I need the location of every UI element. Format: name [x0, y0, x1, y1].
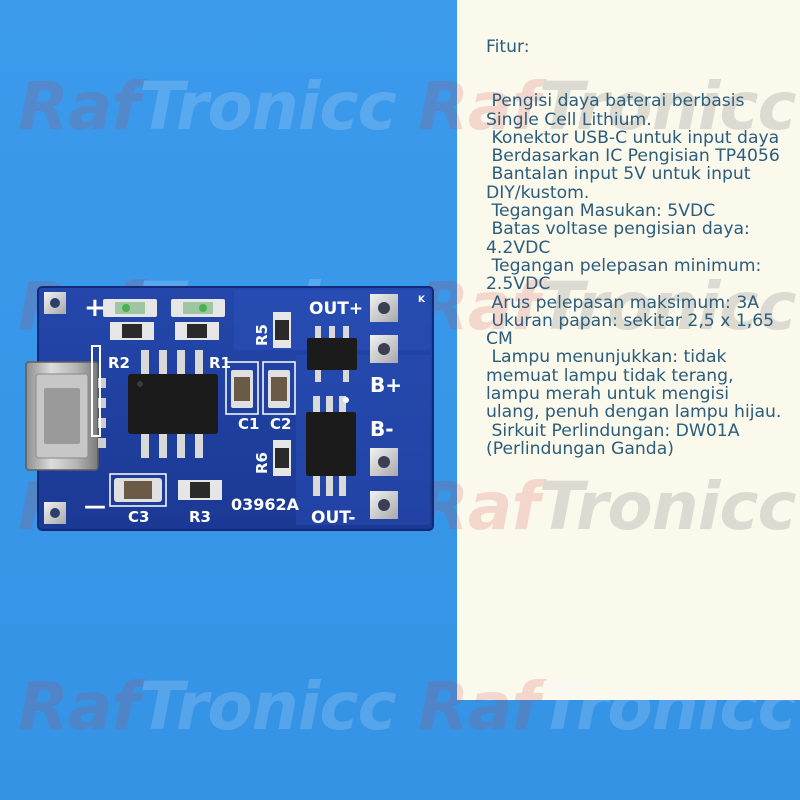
label-corner: K	[418, 295, 426, 305]
resistor-r6	[273, 440, 291, 476]
feature-item: Bantalan input 5V untuk input DIY/kustom…	[486, 164, 756, 203]
label-b-minus: B-	[370, 417, 394, 441]
feature-item: Ukuran papan: sekitar 2,5 x 1,65 CM	[486, 310, 780, 350]
features-title: Fitur:	[486, 37, 530, 57]
led-red	[103, 299, 157, 317]
label-r6: R6	[253, 452, 271, 474]
silkscreen-outline	[225, 361, 259, 415]
resistor-r5	[273, 312, 291, 348]
label-out-plus: OUT+	[309, 299, 363, 319]
feature-item: Tegangan pelepasan minimum: 2.5VDC	[486, 255, 767, 295]
label-c2: C2	[270, 415, 291, 433]
label-plus: +	[84, 293, 106, 323]
feature-item: Batas voltase pengisian daya: 4.2VDC	[486, 219, 756, 258]
feature-item: Berdasarkan IC Pengisian TP4056	[486, 146, 780, 167]
capacitor-c1	[231, 370, 253, 408]
capacitor-c2	[268, 370, 290, 408]
mosfet-chip	[306, 396, 356, 496]
label-c3: C3	[128, 508, 149, 526]
out-minus-pad	[370, 491, 398, 519]
dw01a-chip	[307, 326, 357, 382]
silkscreen-outline	[91, 345, 101, 437]
mounting-pad	[44, 292, 66, 314]
label-r5: R5	[253, 324, 271, 346]
silkscreen-outline	[109, 473, 167, 507]
label-b-plus: B+	[370, 373, 402, 397]
feature-item: Lampu menunjukkan: tidak memuat lampu ti…	[486, 347, 782, 423]
label-out-minus: OUT-	[311, 508, 355, 528]
label-c1: C1	[238, 415, 259, 433]
feature-item: Sirkuit Perlindungan: DW01A (Perlindunga…	[486, 420, 745, 459]
out-plus-pad	[370, 294, 398, 322]
label-r2: R2	[108, 354, 130, 372]
resistor-r1	[175, 322, 219, 340]
usb-connector	[25, 361, 106, 471]
feature-item: Pengisi daya baterai berbasis Single Cel…	[486, 91, 750, 130]
silkscreen-outline	[262, 361, 296, 415]
label-r1: R1	[209, 354, 231, 372]
tp4056-chip	[128, 350, 218, 458]
resistor-r2	[110, 322, 154, 340]
b-minus-pad	[370, 448, 398, 476]
led-green	[171, 299, 225, 317]
feature-item: Tegangan Masukan: 5VDC	[486, 201, 716, 222]
capacitor-c3	[114, 478, 162, 502]
feature-item: Arus pelepasan maksimum: 3A	[486, 292, 760, 313]
features-list: Fitur: Pengisi daya baterai berbasis Sin…	[486, 38, 786, 458]
feature-item: Konektor USB-C untuk input daya	[486, 127, 780, 148]
label-minus: —	[84, 494, 106, 519]
mounting-pad	[44, 502, 66, 524]
b-plus-pad	[370, 335, 398, 363]
resistor-r3	[178, 480, 222, 500]
label-r3: R3	[189, 508, 211, 526]
features-panel	[457, 0, 800, 700]
label-code: 03962A	[231, 495, 300, 514]
